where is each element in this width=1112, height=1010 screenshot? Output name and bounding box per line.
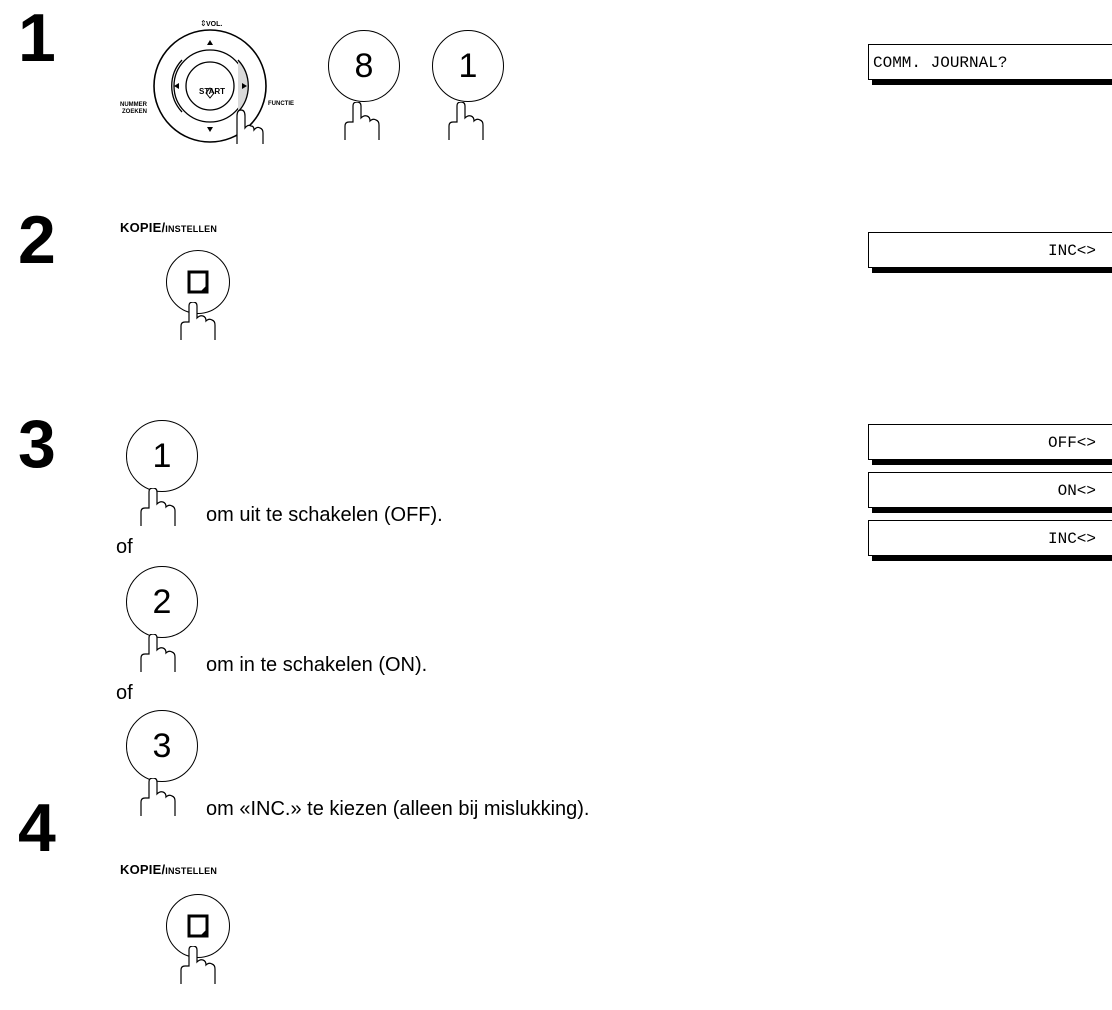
key-8[interactable]: 8 [328,30,400,102]
key-3-inc[interactable]: 3 [126,710,198,782]
number-search-label-1: NUMMER [120,102,147,108]
pointing-hand-icon [180,946,216,984]
key-1-off[interactable]: 1 [126,420,198,492]
step-number-3: 3 [18,406,56,482]
key-8-label: 8 [354,47,374,85]
navigation-pad-graphic [153,29,267,146]
lcd-text: INC<> [1047,242,1096,260]
lcd-text: INC<> [1047,530,1096,548]
copy-set-key[interactable] [166,894,230,958]
lcd-display-off: OFF<> [868,424,1112,465]
key-2-on-label: 2 [152,583,172,621]
key-2-on[interactable]: 2 [126,566,198,638]
navigation-pad[interactable]: START VOL. ⇕ NUMMER ZOEKEN FUNCTIE [120,16,342,146]
key-1-label: 1 [458,47,478,85]
lcd-display-step2: INC<> [868,232,1112,273]
copy-set-key-label: KOPIE/INSTELLEN [120,862,218,877]
or-text-2: of [116,682,133,704]
copy-icon [187,270,209,294]
or-text-1: of [116,536,133,558]
pointing-hand-icon [140,634,176,672]
lcd-display-comm-journal: COMM. JOURNAL? [868,44,1112,85]
pointing-hand-icon [140,778,176,816]
key-1[interactable]: 1 [432,30,504,102]
lcd-text: ON<> [1057,482,1096,500]
start-label: START [199,87,226,96]
inc-description: om «INC.» te kiezen (alleen bij mislukki… [206,798,590,820]
pointing-hand-icon [180,302,216,340]
key-1-off-label: 1 [152,437,172,475]
number-search-label-2: ZOEKEN [122,109,148,115]
lcd-text: OFF<> [1047,434,1096,452]
pointing-hand-icon [140,488,176,526]
copy-set-key[interactable] [166,250,230,314]
step-number-1: 1 [18,0,56,76]
step-number-2: 2 [18,202,56,278]
step-number-4: 4 [18,790,56,866]
lcd-text: COMM. JOURNAL? [873,54,1008,72]
copy-icon [187,914,209,938]
function-label: FUNCTIE [268,101,294,107]
volume-label: VOL. [206,21,223,28]
copy-set-key-label: KOPIE/INSTELLEN [120,220,218,235]
vol-arrows-icon: ⇕ [200,19,207,28]
lcd-display-inc: INC<> [868,520,1112,561]
off-description: om uit te schakelen (OFF). [206,504,443,526]
on-description: om in te schakelen (ON). [206,654,428,676]
key-3-inc-label: 3 [152,727,172,765]
pointing-hand-icon [344,102,380,140]
lcd-display-on: ON<> [868,472,1112,513]
pointing-hand-icon [448,102,484,140]
